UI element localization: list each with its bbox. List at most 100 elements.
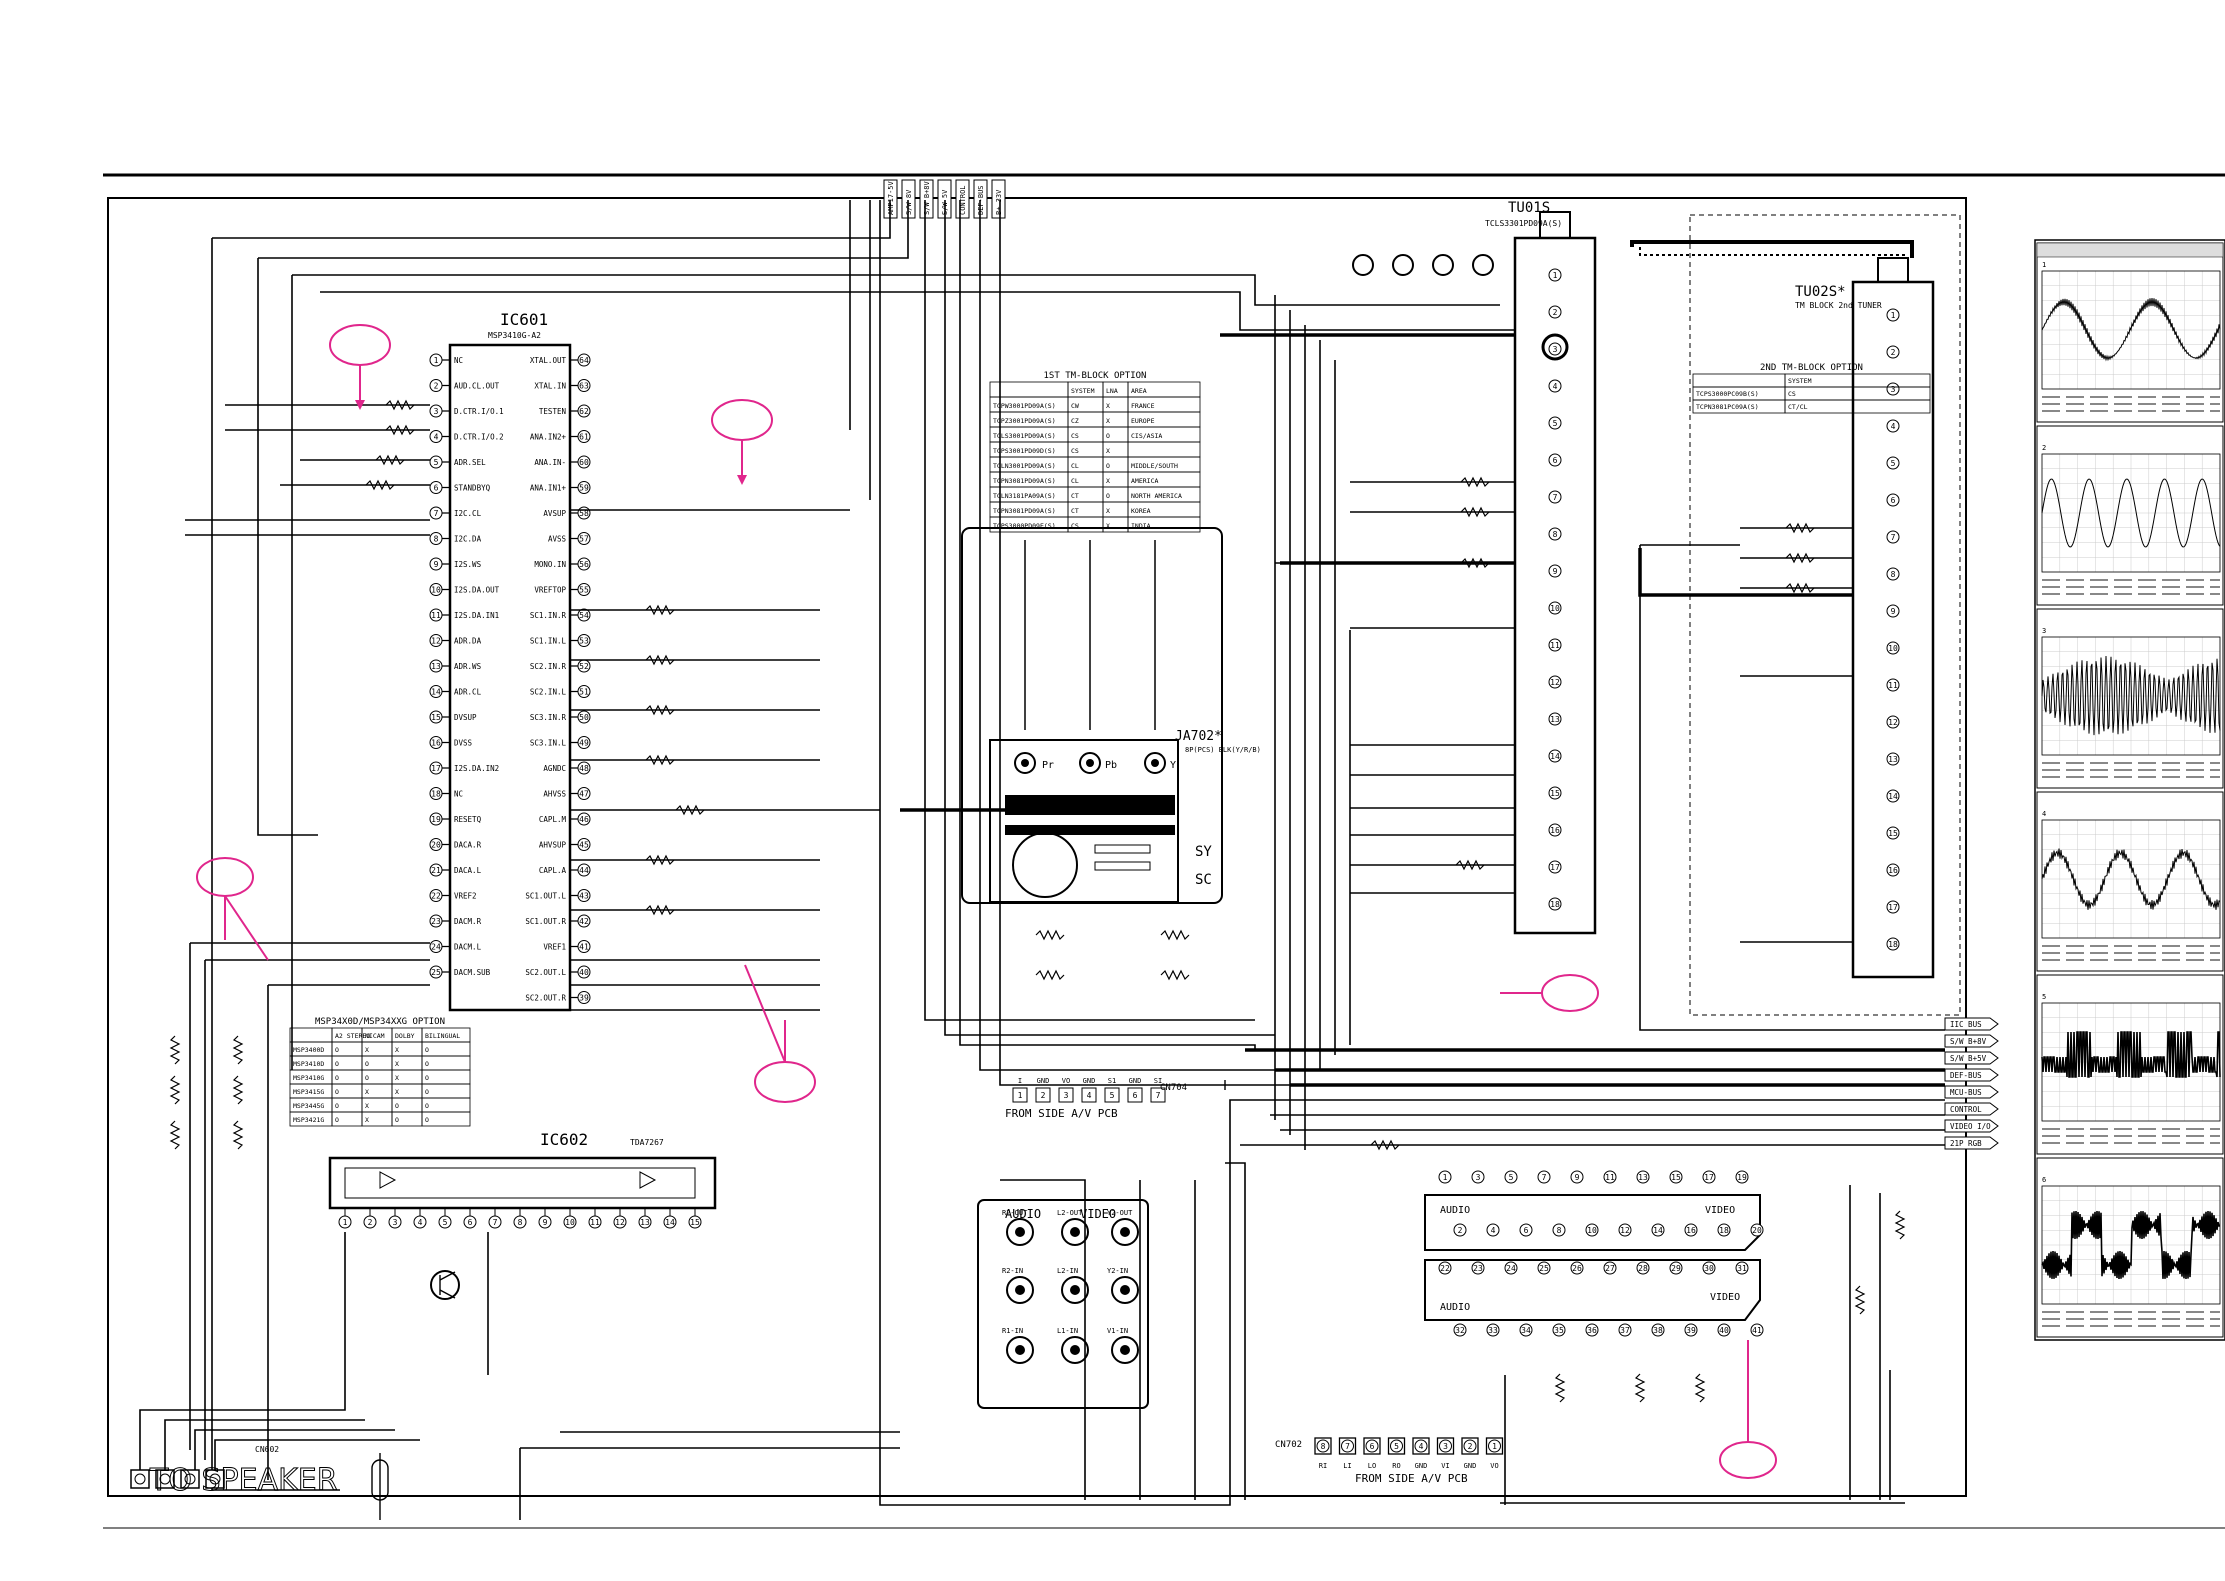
cn702-pin xyxy=(1390,1439,1403,1453)
scart-pin xyxy=(1669,1170,1683,1184)
svg-text:51: 51 xyxy=(579,688,589,697)
tuner-pin xyxy=(1548,897,1562,911)
ic601-pin-label: SC2.OUT.R xyxy=(525,994,566,1003)
svg-text:9: 9 xyxy=(1891,607,1896,616)
svg-text:60: 60 xyxy=(579,458,589,467)
svg-text:18: 18 xyxy=(1719,1226,1729,1235)
ic601-pin xyxy=(429,812,443,826)
svg-text:3: 3 xyxy=(434,407,439,416)
scart-pin xyxy=(1552,1323,1566,1337)
ic601-pin xyxy=(429,634,443,647)
ja702-note: 8P(PCS) BLK(Y/R/B) xyxy=(1185,746,1261,754)
svg-text:56: 56 xyxy=(579,560,589,569)
svg-text:8: 8 xyxy=(1891,570,1896,579)
rca-audio-label: AUDIO xyxy=(1005,1207,1041,1221)
svg-text:4: 4 xyxy=(1891,422,1896,431)
table-cell: O xyxy=(335,1060,339,1068)
table-cell: CL xyxy=(1071,477,1079,485)
table-cell: TCPS3000PD09E(S) xyxy=(993,522,1056,530)
table-cell: X xyxy=(365,1046,369,1054)
table-cell: CIS/ASIA xyxy=(1131,432,1162,440)
svg-text:4: 4 xyxy=(434,433,439,442)
svg-text:34: 34 xyxy=(1521,1326,1531,1335)
tm-block-option2-table: 2ND TM-BLOCK OPTIONSYSTEMTCPS3000PC09B(S… xyxy=(1692,363,1931,414)
svg-text:43: 43 xyxy=(579,892,589,901)
ja702-jack-pb: Pb xyxy=(1105,760,1117,771)
scart-pin xyxy=(1552,1223,1566,1237)
table-cell: X xyxy=(1106,477,1110,485)
ic601-pin xyxy=(577,940,591,953)
table-cell: X xyxy=(1106,417,1110,425)
svg-text:3: 3 xyxy=(1891,385,1896,394)
side-av-label: FROM SIDE A/V PCB xyxy=(1005,1107,1118,1120)
ic601-pin xyxy=(577,455,591,469)
ic602-pin xyxy=(513,1215,527,1229)
ja702-jack-pr: Pr xyxy=(1042,760,1054,771)
cn702-pin-label: RO xyxy=(1392,1462,1400,1470)
svg-text:6: 6 xyxy=(1553,456,1558,465)
table-cell: TCLN3181PA09A(S) xyxy=(993,492,1056,500)
ic601-pin-label: VREF2 xyxy=(454,892,477,901)
ic601-pin xyxy=(577,761,591,775)
ic601-pin xyxy=(429,787,443,800)
tuner-pin xyxy=(1886,604,1900,618)
scart-audio2: AUDIO xyxy=(1440,1302,1470,1313)
svg-text:6: 6 xyxy=(1891,496,1896,505)
ic601-pin-label: DACA.L xyxy=(454,866,482,875)
scart-audio1: AUDIO xyxy=(1440,1205,1470,1216)
scart-pin xyxy=(1717,1223,1731,1237)
scart-pin xyxy=(1750,1223,1764,1237)
scart-pin xyxy=(1636,1170,1650,1184)
ic601-pin-label: SC2.IN.L xyxy=(530,688,567,697)
table-cell: AREA xyxy=(1131,387,1147,395)
svg-text:59: 59 xyxy=(579,484,589,493)
scope-panel xyxy=(2036,791,2224,972)
cn702-pin xyxy=(1488,1439,1501,1453)
svg-text:2: 2 xyxy=(1468,1442,1473,1451)
ic601-pin xyxy=(429,863,443,877)
ic601-pin xyxy=(429,379,443,392)
svg-text:41: 41 xyxy=(1752,1326,1762,1335)
ic602-pin xyxy=(463,1215,477,1229)
scope-panel xyxy=(2036,1157,2224,1338)
cn704-pin-label: S1 xyxy=(1108,1077,1116,1085)
cn704-pin-label: SI xyxy=(1154,1077,1162,1085)
ic601-pin-label: DACM.SUB xyxy=(454,968,491,977)
table-cell: TCPN3081PD09A(S) xyxy=(993,507,1056,515)
tuner-pin xyxy=(1548,638,1562,652)
svg-text:7: 7 xyxy=(1553,493,1558,502)
ic601-pin xyxy=(577,353,591,367)
table-cell: SYSTEM xyxy=(1071,387,1095,395)
scart-pin xyxy=(1570,1261,1584,1275)
cn704-pin-label: I xyxy=(1018,1077,1022,1085)
svg-text:11: 11 xyxy=(590,1218,600,1227)
svg-text:52: 52 xyxy=(579,662,589,671)
svg-text:1: 1 xyxy=(1492,1442,1497,1451)
schematic-frame xyxy=(107,197,1967,1497)
svg-text:4: 4 xyxy=(1087,1091,1092,1100)
svg-text:1: 1 xyxy=(1553,271,1558,280)
svg-text:3: 3 xyxy=(393,1218,398,1227)
tuner-pin xyxy=(1548,527,1562,541)
table-cell: X xyxy=(365,1116,369,1124)
svg-text:61: 61 xyxy=(579,433,589,442)
ic601-pin-label: VREF1 xyxy=(543,943,566,952)
table-cell: MSP3410D xyxy=(293,1060,324,1068)
scart-pin xyxy=(1669,1261,1683,1275)
svg-text:5: 5 xyxy=(1110,1091,1115,1100)
ic601-pin-label: AVSS xyxy=(548,535,567,544)
tuner-pin xyxy=(1886,382,1900,396)
ic602-pin xyxy=(338,1215,352,1229)
ja702-block: Pr Pb Y SY SC JA702* 8P(PCS) BLK(Y/R/B) xyxy=(961,527,1261,904)
ic601-pin xyxy=(429,889,443,902)
svg-text:7: 7 xyxy=(1891,533,1896,542)
svg-text:17: 17 xyxy=(1888,903,1898,912)
ja702-sc: SC xyxy=(1195,872,1212,888)
ic601-pin xyxy=(577,812,591,826)
rca-jack-label: R2-IN xyxy=(1002,1267,1023,1275)
svg-text:15: 15 xyxy=(690,1218,700,1227)
svg-text:13: 13 xyxy=(640,1218,650,1227)
cn702-label: CN702 xyxy=(1275,1440,1302,1450)
